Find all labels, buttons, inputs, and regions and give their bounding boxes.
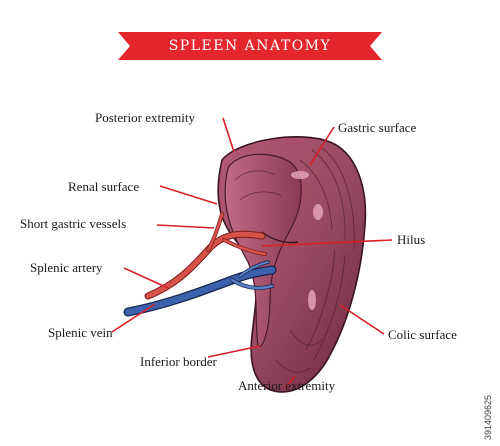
label-inferior-border: Inferior border bbox=[140, 354, 217, 369]
leader-splenic-vein bbox=[111, 303, 156, 333]
leader-short-gastric-vessels bbox=[156, 224, 215, 229]
spleen-highlights bbox=[291, 171, 323, 310]
leader-posterior-extremity bbox=[222, 117, 235, 153]
label-anterior-extremity: Anterior extremity bbox=[238, 378, 336, 393]
label-hilus: Hilus bbox=[397, 232, 426, 247]
label-colic-surface: Colic surface bbox=[388, 327, 457, 342]
leader-hilus bbox=[261, 239, 393, 247]
leader-inferior-border bbox=[207, 345, 261, 358]
leader-renal-surface bbox=[159, 185, 218, 205]
visceral-surface bbox=[224, 153, 302, 347]
leader-splenic-artery bbox=[123, 267, 169, 289]
leader-anterior-extremity bbox=[284, 375, 296, 389]
splenic-artery-vessels bbox=[144, 212, 267, 300]
leader-gastric-surface bbox=[309, 126, 335, 166]
label-gastric-surface: Gastric surface bbox=[338, 120, 417, 135]
label-splenic-vein: Splenic vein bbox=[48, 325, 113, 340]
page-title: SPLEEN ANATOMY bbox=[168, 38, 332, 54]
leader-colic-surface bbox=[339, 304, 385, 335]
label-splenic-artery: Splenic artery bbox=[30, 260, 103, 275]
title-banner: SPLEEN ANATOMY bbox=[118, 32, 382, 60]
leader-lines bbox=[111, 117, 393, 389]
label-short-gastric-vessels: Short gastric vessels bbox=[20, 216, 127, 231]
splenic-vein-vessels bbox=[123, 260, 277, 317]
stock-id: 391409625 bbox=[483, 394, 493, 440]
banner-ribbon bbox=[118, 32, 382, 60]
label-renal-surface: Renal surface bbox=[68, 179, 140, 194]
spleen-hatching bbox=[234, 147, 355, 373]
label-posterior-extremity: Posterior extremity bbox=[95, 110, 196, 125]
